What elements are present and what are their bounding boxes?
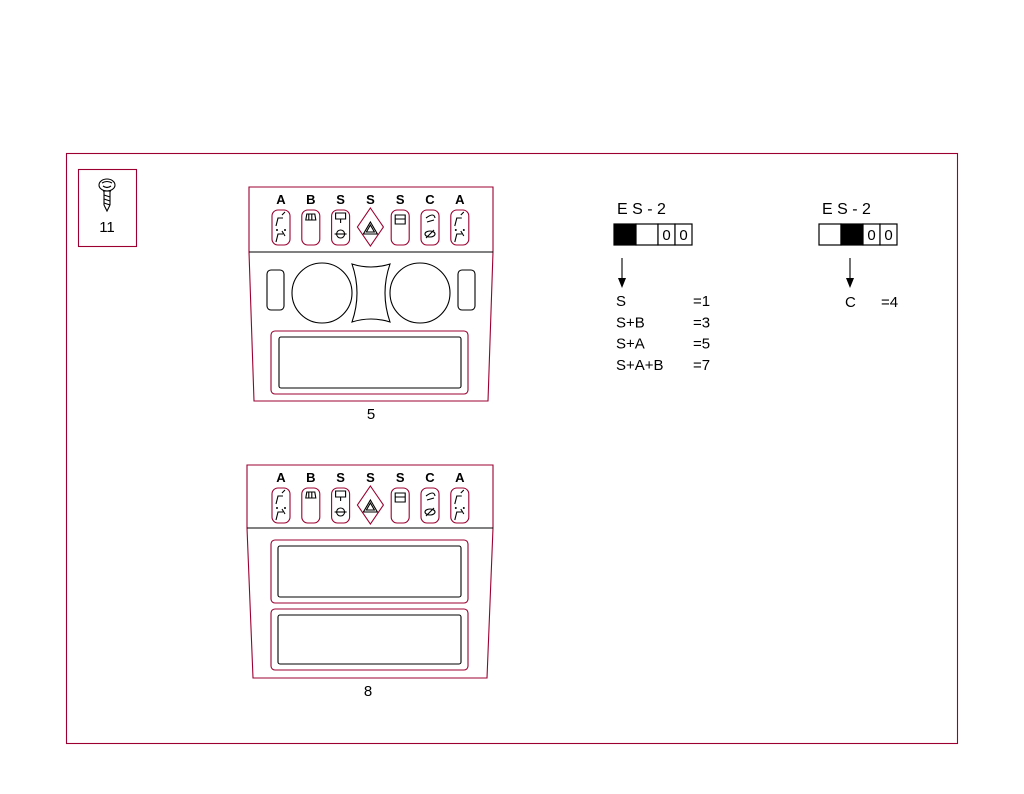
code-value: =5 (693, 336, 710, 353)
code-cell (818, 223, 842, 246)
code-cell (840, 223, 864, 246)
switch-button[interactable] (390, 209, 410, 246)
outer-frame (65, 152, 959, 745)
code-cell-value: 0 (679, 227, 687, 244)
code-cell-value: 0 (884, 227, 892, 244)
panel-5-right-vent (389, 262, 451, 324)
code-cell (613, 223, 637, 246)
switch-button[interactable] (420, 209, 440, 246)
switch-label: A (455, 192, 465, 207)
code-combo: S (616, 293, 626, 310)
switch-label: S (366, 192, 375, 207)
hazard-warning-icon (362, 498, 379, 513)
seat-heater-icon (454, 211, 465, 243)
code-value: =1 (693, 293, 710, 310)
switch-label: S (396, 192, 405, 207)
switch-button[interactable] (271, 209, 291, 246)
panel-5-radio-slot-inner (278, 336, 462, 389)
rear-defrost-icon (305, 491, 317, 499)
headlamp-washer-icon (424, 214, 436, 239)
code-cell (635, 223, 659, 246)
code-value: =4 (881, 294, 898, 311)
panel-5-center-bridge (351, 263, 391, 323)
panel-5-number: 5 (367, 406, 375, 423)
switch-label: C (425, 192, 435, 207)
screw-legend: 11 (77, 168, 138, 248)
switch-button[interactable] (331, 487, 351, 524)
switch-label: S (366, 470, 375, 485)
code-left-title: E S - 2 (617, 201, 666, 218)
rear-defrost-icon (305, 213, 317, 221)
mirror-icon (334, 490, 347, 517)
switch-label: S (336, 192, 345, 207)
panel-8-upper-slot-inner (277, 545, 462, 598)
code-value: =3 (693, 314, 710, 331)
panel-5-left-slot (266, 269, 285, 311)
code-right-table: C =4 (845, 294, 898, 311)
panel-5-right-slot (457, 269, 476, 311)
panel-5-radio-slot-outer (270, 330, 469, 395)
switch-button[interactable] (450, 487, 470, 524)
code-cell-value: 0 (662, 227, 670, 244)
switch-button[interactable] (301, 209, 321, 246)
switch-label: B (306, 192, 315, 207)
screw-icon (98, 178, 116, 213)
switch-button[interactable] (450, 209, 470, 246)
panel-8: A B S S S C A 8 (246, 464, 494, 700)
switch-button[interactable] (331, 209, 351, 246)
panel-8-lower-slot-outer (270, 608, 469, 671)
code-right-title: E S - 2 (822, 201, 871, 218)
switch-label: A (455, 470, 465, 485)
switch-button[interactable] (301, 487, 321, 524)
screw-legend-box (77, 168, 138, 248)
mirror-icon (334, 212, 347, 239)
hazard-warning-icon (362, 220, 379, 235)
code-value: =7 (693, 357, 710, 374)
panel-8-upper-slot-outer (270, 539, 469, 604)
switch-button[interactable] (390, 487, 410, 524)
window-lock-icon (394, 492, 406, 503)
switch-label: A (276, 192, 286, 207)
panel-5: A B S S S C A 5 (248, 186, 494, 423)
switch-button[interactable] (420, 487, 440, 524)
hazard-button[interactable] (356, 207, 385, 247)
switch-label: S (396, 470, 405, 485)
code-combo: S+A+B (616, 357, 664, 374)
code-cell (879, 223, 898, 246)
code-combo: S+A (616, 336, 645, 353)
switch-button[interactable] (271, 487, 291, 524)
code-cell (674, 223, 693, 246)
window-lock-icon (394, 214, 406, 225)
panel-8-number: 8 (364, 683, 372, 700)
panel-8-lower-slot-inner (277, 614, 462, 665)
headlamp-washer-icon (424, 492, 436, 517)
seat-heater-icon (275, 489, 286, 521)
seat-heater-icon (454, 489, 465, 521)
seat-heater-icon (275, 211, 286, 243)
switch-label: C (425, 470, 435, 485)
hazard-button[interactable] (356, 485, 385, 525)
screw-number: 11 (99, 219, 115, 236)
code-combo: S+B (616, 314, 645, 331)
code-combo: C (845, 294, 856, 311)
switch-label: B (306, 470, 315, 485)
switch-label: S (336, 470, 345, 485)
switch-label: A (276, 470, 286, 485)
code-left-table: S =1S+B =3S+A =5S+A+B =7 (616, 293, 710, 374)
panel-5-left-vent (291, 262, 353, 324)
code-cell-value: 0 (867, 227, 875, 244)
